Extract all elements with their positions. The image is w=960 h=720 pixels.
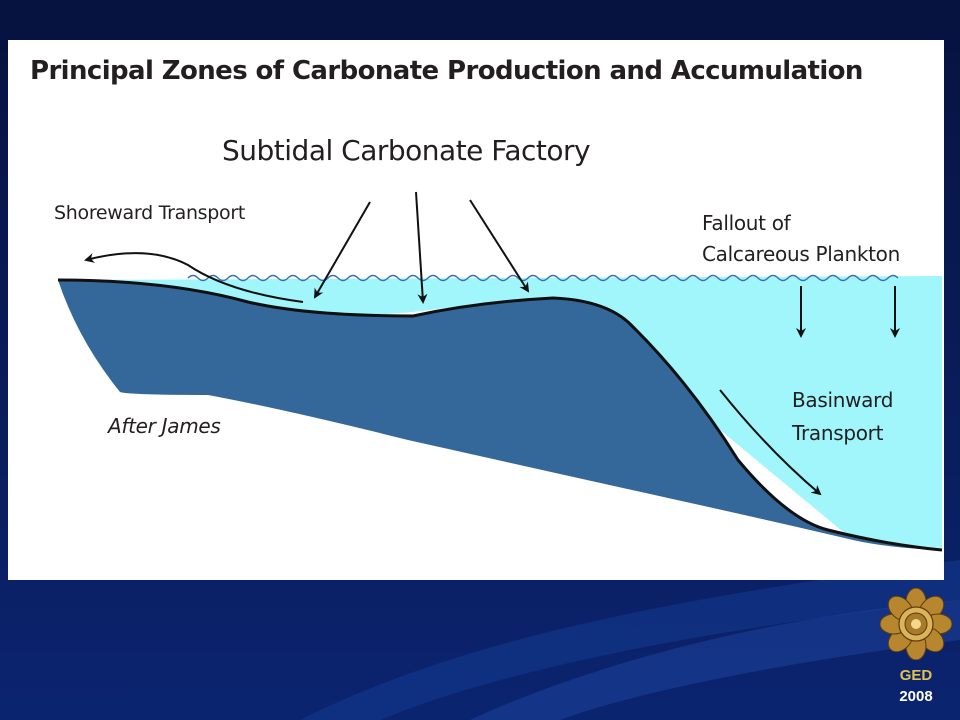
background-swoosh-2 [470, 600, 960, 720]
background-swoosh-1 [300, 560, 960, 720]
plankton-fallout-line-1: Fallout of [702, 211, 791, 235]
factory-arrow-left-icon [313, 201, 371, 299]
shoreward-transport-arrow-icon [84, 252, 304, 303]
basinward-transport-line-1: Basinward [792, 388, 894, 412]
seabed-surface-line [57, 278, 943, 552]
basinward-transport-line-2: Transport [792, 421, 884, 445]
carbonate-diagram [57, 191, 943, 552]
plankton-fallout-line-2: Calcareous Plankton [702, 242, 900, 266]
factory-label: Subtidal Carbonate Factory [222, 134, 591, 167]
sea-surface-waves [187, 274, 899, 282]
badge-year: 2008 [899, 688, 933, 705]
source-credit: After James [108, 414, 221, 438]
basinward-transport-label: Basinward Transport [792, 384, 893, 450]
factory-arrow-right-icon [469, 199, 530, 293]
factory-arrow-middle-icon [415, 191, 428, 304]
water-body [58, 276, 942, 548]
slide-title: Principal Zones of Carbonate Production … [30, 56, 863, 86]
shoreward-transport-label: Shoreward Transport [54, 202, 246, 224]
diagram-panel: Principal Zones of Carbonate Production … [8, 40, 944, 580]
plankton-fallout-label: Fallout of Calcareous Plankton [702, 208, 900, 270]
university-seal-icon [880, 588, 952, 660]
seabed-platform [58, 280, 942, 550]
basinward-transport-arrow-icon [719, 389, 822, 496]
badge-text: GED [899, 667, 933, 684]
